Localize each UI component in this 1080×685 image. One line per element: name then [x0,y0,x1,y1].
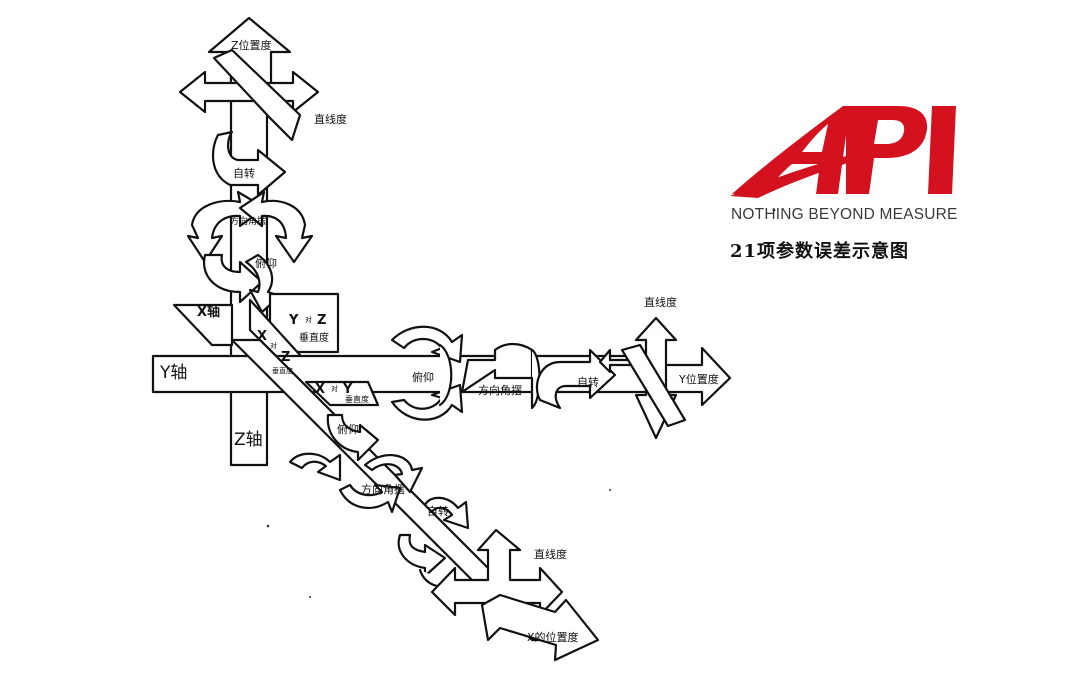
z-axis-label: Z轴 [234,432,263,449]
x-position-label: X的位置度 [527,632,579,643]
x-pitch-label: 俯仰 [337,424,359,435]
y-position-label: Y位置度 [679,374,719,385]
yz-z-label: Z [317,314,326,327]
z-yaw-label: 方向角摆 [230,218,266,227]
y-yaw-arrow [462,344,540,408]
x-axis-label-x: X轴 [197,306,220,319]
z-roll-label: 自转 [233,168,255,179]
api-logo: NOTHING BEYOND MEASURE 21项参数误差示意图 [728,102,960,262]
y-pitch-label: 俯仰 [412,372,434,383]
z-position-label: Z位置度 [231,40,272,51]
xz-z-label: Z [281,351,290,364]
x-straightness-label: 直线度 [534,549,567,560]
y-roll-label: 自转 [577,377,599,388]
yz-y-label: Y [289,314,298,327]
xy-perp-label: 垂直度 [345,396,369,404]
y-straightness-label: 直线度 [644,297,677,308]
yz-sep-label: 对 [305,317,312,324]
xz-perp-label: 垂直度 [272,368,293,375]
z-straightness-label: 直线度 [314,114,347,125]
xy-x-label: X [315,383,325,396]
y-yaw-label: 方向角摆 [478,385,522,396]
diagram-caption: 21项参数误差示意图 [730,237,909,263]
x-roll-label: 自转 [427,506,449,517]
yz-perp-label: 垂直度 [299,334,329,344]
y-axis-label: Y轴 [160,365,187,382]
xy-sep-label: 对 [331,386,338,393]
api-logo-mark [728,102,960,198]
xz-sep-label: 对 [270,343,277,350]
api-tagline: NOTHING BEYOND MEASURE [731,206,958,224]
xz-x-label: X [257,330,267,343]
x-yaw-label: 方向角摆 [361,484,405,495]
z-pitch-label: 俯仰 [255,258,277,269]
